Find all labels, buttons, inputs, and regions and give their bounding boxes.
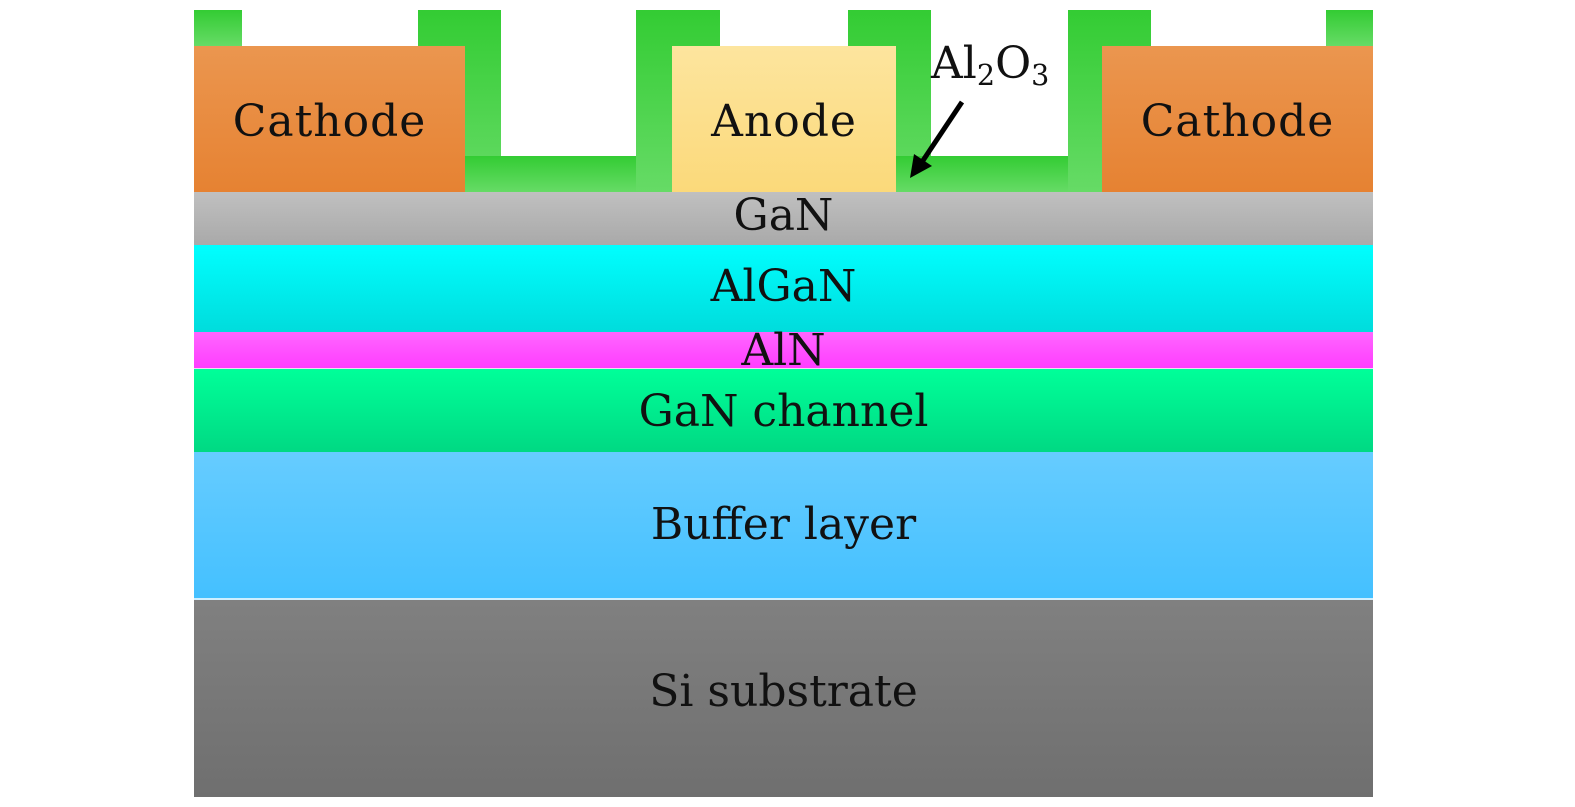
cathode-right-label: Cathode [1140, 96, 1335, 147]
al2o3-segment [1326, 10, 1373, 46]
algan-layer: AlGaN [194, 245, 1373, 332]
al2o3-label: Al2O3 [931, 42, 1049, 90]
buffer-layer: Buffer layer [194, 452, 1373, 600]
cathode-right: Cathode [1102, 46, 1373, 192]
algan-label: AlGaN [710, 261, 857, 312]
aln-label: AlN [741, 325, 826, 376]
aln-layer: AlN [194, 329, 1373, 373]
gan-cap-label: GaN [733, 190, 834, 241]
anode: Anode [672, 46, 896, 192]
arrow-shaft [919, 100, 965, 164]
al2o3-label-al: Al [931, 38, 977, 89]
al2o3-segment [194, 10, 242, 46]
gan-channel-label: GaN channel [638, 386, 929, 437]
si-substrate-label: Si substrate [649, 666, 918, 717]
gan-channel-layer: GaN channel [194, 369, 1373, 452]
gan-cap-layer: GaN [194, 192, 1373, 245]
al2o3-label-sub2: 2 [976, 58, 996, 93]
cathode-left-label: Cathode [232, 96, 427, 147]
arrow-head-icon [910, 154, 932, 178]
cathode-left: Cathode [194, 46, 465, 192]
anode-label: Anode [711, 96, 857, 147]
buffer-label: Buffer layer [650, 499, 917, 550]
al2o3-label-sub3: 3 [1031, 58, 1050, 93]
si-substrate-layer: Si substrate [194, 600, 1373, 797]
al2o3-label-o: O [995, 38, 1032, 89]
